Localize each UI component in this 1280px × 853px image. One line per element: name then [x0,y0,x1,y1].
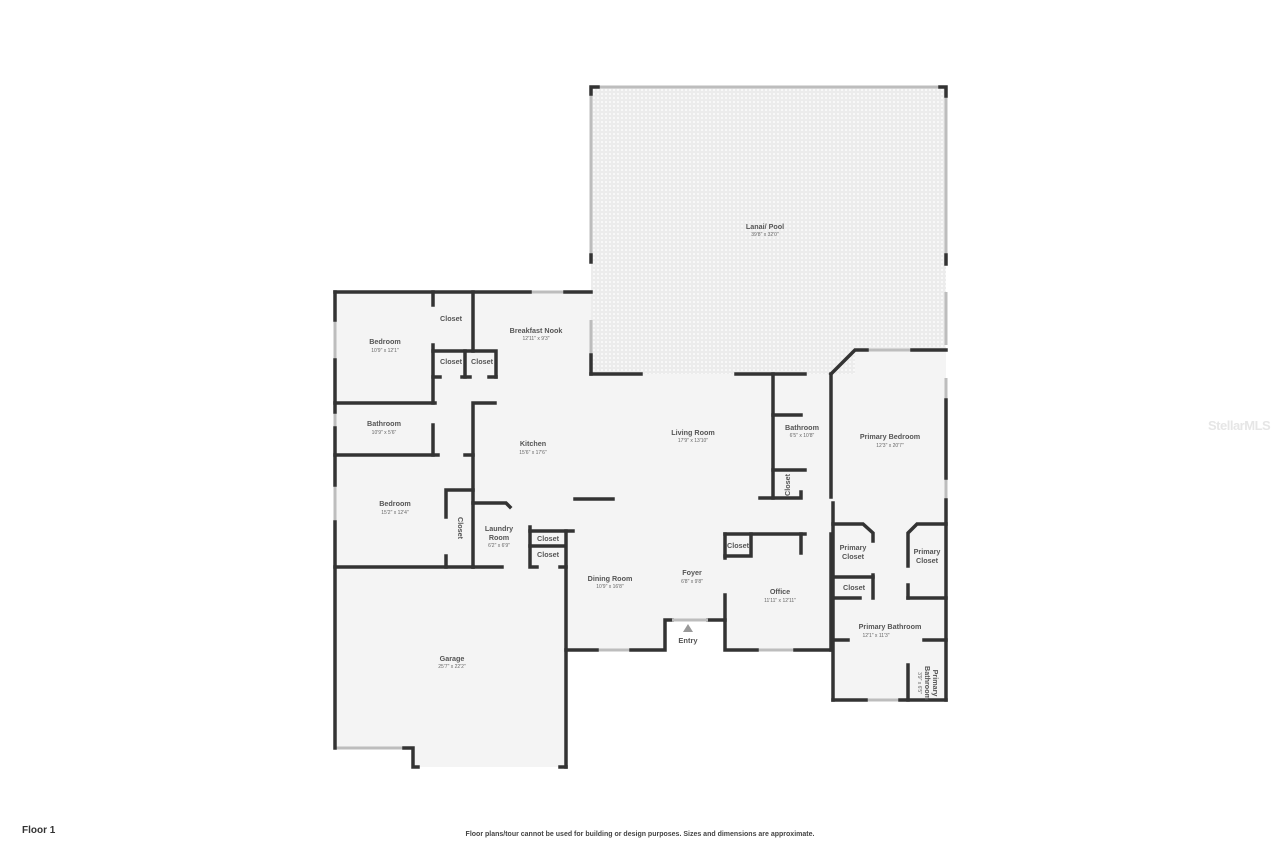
room-dims: 6'8" x 9'8" [681,579,703,585]
room-closet-8: Closet [727,541,750,550]
room-name: Bedroom [369,337,401,346]
room-foyer: Foyer 6'8" x 9'8" [681,568,703,585]
room-name: Kitchen [520,439,546,448]
room-dims: 11'11" x 12'11" [764,598,796,604]
floor-label: Floor 1 [22,825,56,836]
room-primary-bathroom: Primary Bathroom 12'1" x 11'3" [859,622,922,639]
room-dims: 25'7" x 22'2" [438,664,466,670]
room-name-line2: Room [489,533,509,542]
room-dims: 15'2" x 12'4" [381,510,409,516]
room-name-line1: Primary [840,543,867,552]
room-name: Bedroom [379,499,411,508]
room-dining-room: Dining Room 10'9" x 16'8" [588,574,633,590]
room-closet-3: Closet [471,357,494,366]
room-bathroom-2: Bathroom 6'5" x 10'8" [785,423,819,439]
room-primary-bathroom-2: Primary Bathroom 3'9" x 6'5" [916,666,940,700]
room-primary-bedroom: Primary Bedroom 12'3" x 20'7" [860,432,920,449]
windows [333,85,948,750]
room-name-line2: Closet [916,556,939,565]
room-name: Office [770,587,790,596]
room-labels: Lanai/ Pool 39'8" x 32'0" Bedroom 10'9" … [367,222,940,700]
entry-label: Entry [678,636,698,645]
room-dims: 3'9" x 6'5" [916,672,922,694]
room-dims: 39'8" x 32'0" [751,232,779,238]
room-lanai-pool: Lanai/ Pool 39'8" x 32'0" [746,222,784,238]
room-name-line2: Bathroom [923,666,932,700]
room-closet-9: Closet [843,583,866,592]
room-closet-2: Closet [440,357,463,366]
room-name-line1: Primary [931,670,940,697]
entry-marker: Entry [672,618,708,645]
room-office: Office 11'11" x 12'11" [764,587,796,604]
room-dims: 10'9" x 12'1" [371,348,399,354]
room-name: Breakfast Nook [510,326,563,335]
room-dims: 10'9" x 5'6" [372,430,397,436]
room-breakfast-nook: Breakfast Nook 12'11" x 9'3" [510,326,563,342]
room-closet-6: Closet [537,534,560,543]
room-living-room: Living Room 17'9" x 13'10" [671,428,715,444]
room-dims: 10'9" x 16'8" [596,584,624,590]
room-dims: 12'11" x 9'3" [522,336,549,342]
room-bedroom-2: Bedroom 15'2" x 12'4" [379,499,411,516]
room-closet-5: Closet [456,517,465,540]
room-name: Foyer [682,568,702,577]
room-bathroom-1: Bathroom 10'9" x 5'6" [367,419,401,436]
room-primary-closet-1: Primary Closet [840,543,867,561]
room-kitchen: Kitchen 15'6" x 17'6" [519,439,547,456]
room-name: Living Room [671,428,715,437]
room-name-line2: Closet [842,552,865,561]
room-primary-closet-2: Primary Closet [914,547,941,565]
room-closet-1: Closet [440,314,463,323]
room-name-line1: Primary [914,547,941,556]
room-name: Bathroom [367,419,401,428]
room-closet-7: Closet [537,550,560,559]
entry-arrow-icon [683,624,693,632]
room-name: Dining Room [588,574,633,583]
room-dims: 12'3" x 20'7" [876,443,904,449]
room-name: Garage [440,654,465,663]
room-dims: 17'9" x 13'10" [678,438,708,444]
watermark: StellarMLS [1208,418,1271,433]
lanai-floor [591,87,946,374]
room-dims: 15'6" x 17'6" [519,450,547,456]
walls [333,85,948,769]
room-bedroom-1: Bedroom 10'9" x 12'1" [369,337,401,354]
room-name-line1: Laundry [485,524,513,533]
room-name: Primary Bathroom [859,622,922,631]
floor-fills [335,87,946,767]
room-dims: 6'2" x 6'9" [488,543,510,549]
room-dims: 6'5" x 10'8" [790,433,815,439]
room-name: Primary Bedroom [860,432,920,441]
room-laundry-room: Laundry Room 6'2" x 6'9" [485,524,513,549]
disclaimer: Floor plans/tour cannot be used for buil… [465,831,815,838]
room-dims: 12'1" x 11'3" [862,633,889,639]
room-garage: Garage 25'7" x 22'2" [438,654,466,670]
room-name: Lanai/ Pool [746,222,784,231]
room-name: Bathroom [785,423,819,432]
room-closet-4: Closet [783,473,792,496]
